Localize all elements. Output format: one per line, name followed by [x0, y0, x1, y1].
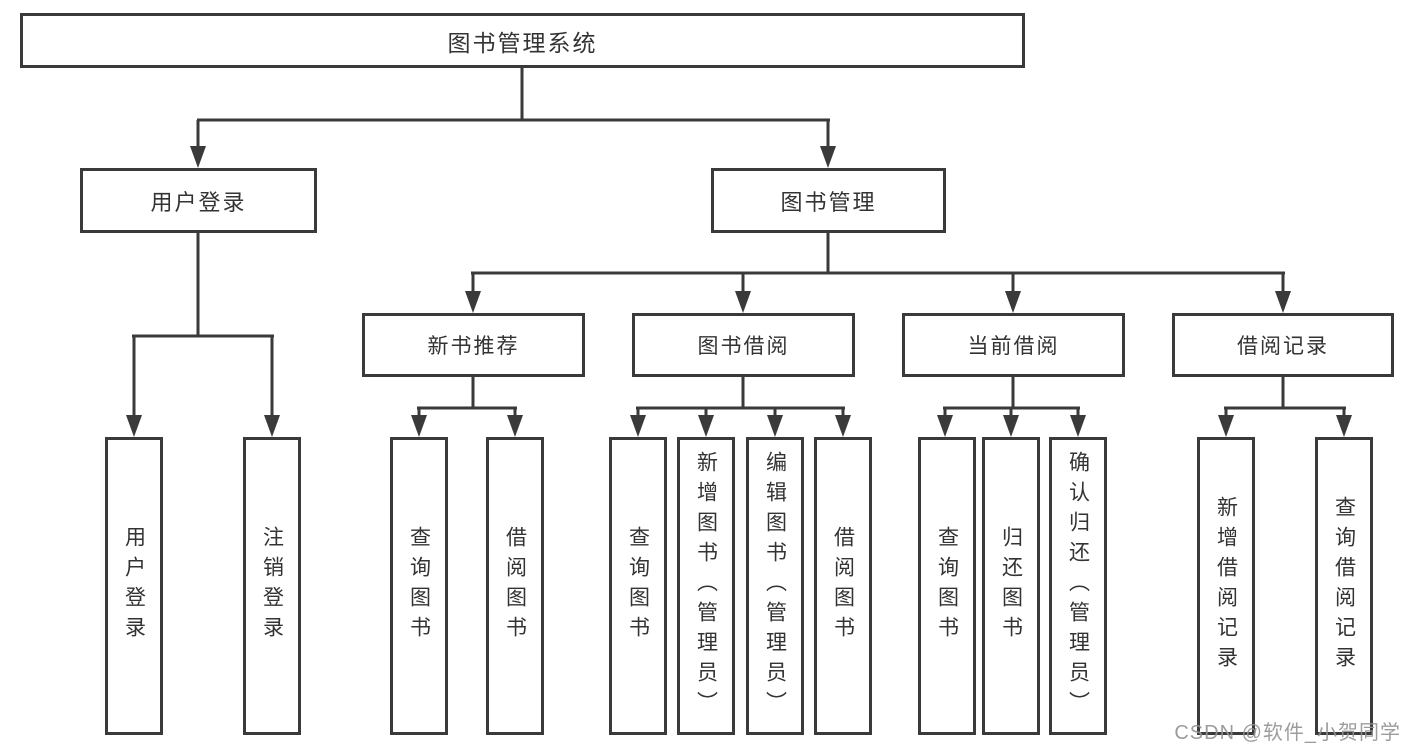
- arrow-down-icon: [1218, 415, 1234, 437]
- node-user-login: 用户登录: [80, 168, 317, 233]
- arrowheads: [126, 146, 1352, 437]
- node-book-management: 图书管理: [711, 168, 946, 233]
- connector-borrowing-records-branch: [1224, 377, 1346, 417]
- arrow-down-icon: [698, 415, 714, 437]
- leaf-edit-books-admin: 编辑图书（管理员）: [746, 437, 804, 735]
- connector-book-management-branch: [471, 233, 1285, 293]
- arrow-down-icon: [1070, 415, 1086, 437]
- arrow-down-icon: [1275, 291, 1291, 313]
- leaf-logout: 注销登录: [243, 437, 301, 735]
- arrow-down-icon: [126, 415, 142, 437]
- arrow-down-icon: [1005, 291, 1021, 313]
- node-new-book-recommend: 新书推荐: [362, 313, 585, 377]
- arrow-down-icon: [1003, 415, 1019, 437]
- arrow-down-icon: [1336, 415, 1352, 437]
- leaf-confirm-return-admin: 确认归还（管理员）: [1049, 437, 1107, 735]
- leaf-borrow-books-recommend: 借阅图书: [486, 437, 544, 735]
- arrow-down-icon: [735, 291, 751, 313]
- arrow-down-icon: [820, 146, 836, 168]
- connector-current-borrowing-branch: [943, 377, 1080, 417]
- arrow-down-icon: [630, 415, 646, 437]
- leaf-query-books-borrowing: 查询图书: [609, 437, 667, 735]
- leaf-add-books-admin: 新增图书（管理员）: [677, 437, 735, 735]
- arrow-down-icon: [411, 415, 427, 437]
- leaf-borrow-books: 借阅图书: [814, 437, 872, 735]
- arrow-down-icon: [507, 415, 523, 437]
- arrow-down-icon: [465, 291, 481, 313]
- leaf-query-books-recommend: 查询图书: [390, 437, 448, 735]
- leaf-add-borrow-record: 新增借阅记录: [1197, 437, 1255, 735]
- connector-root-to-level2: [196, 68, 830, 148]
- csdn-watermark: CSDN @软件_小贺同学: [1174, 722, 1401, 744]
- arrow-down-icon: [937, 415, 953, 437]
- arrow-down-icon: [264, 415, 280, 437]
- node-borrowing-records: 借阅记录: [1172, 313, 1394, 377]
- leaf-return-books: 归还图书: [982, 437, 1040, 735]
- arrow-down-icon: [835, 415, 851, 437]
- connector-book-borrowing-branch: [636, 377, 845, 417]
- leaf-user-login: 用户登录: [105, 437, 163, 735]
- arrow-down-icon: [190, 146, 206, 168]
- arrow-down-icon: [767, 415, 783, 437]
- connector-new-book-branch: [417, 377, 517, 417]
- connector-user-login-branch: [132, 233, 274, 416]
- node-current-borrowing: 当前借阅: [902, 313, 1125, 377]
- node-library-management-system: 图书管理系统: [20, 13, 1025, 68]
- leaf-query-books-current: 查询图书: [918, 437, 976, 735]
- leaf-query-borrow-record: 查询借阅记录: [1315, 437, 1373, 735]
- node-book-borrowing: 图书借阅: [632, 313, 855, 377]
